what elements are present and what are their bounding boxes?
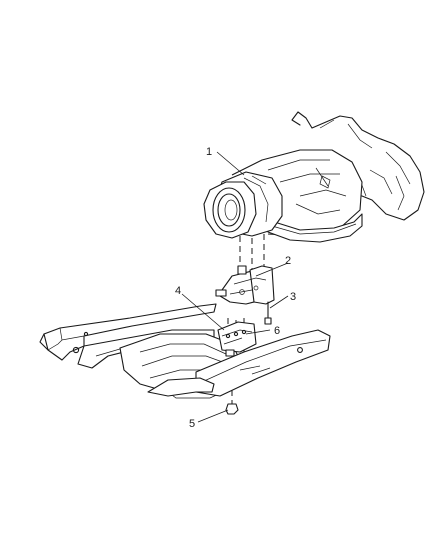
leader-lines <box>181 151 289 423</box>
callout-3: 3 <box>290 291 296 303</box>
transmission-assembly <box>203 111 425 243</box>
nut <box>225 403 239 415</box>
callout-6: 6 <box>274 325 280 337</box>
mount-bracket <box>215 265 275 305</box>
callout-labels: 1 2 3 4 5 6 <box>175 146 296 430</box>
callout-1: 1 <box>206 146 212 158</box>
mount-insulator <box>217 321 257 357</box>
callout-5: 5 <box>189 418 195 430</box>
frame-crossmember <box>39 303 331 399</box>
bolt <box>264 301 272 325</box>
callout-4: 4 <box>175 285 181 297</box>
callout-2: 2 <box>285 255 291 267</box>
